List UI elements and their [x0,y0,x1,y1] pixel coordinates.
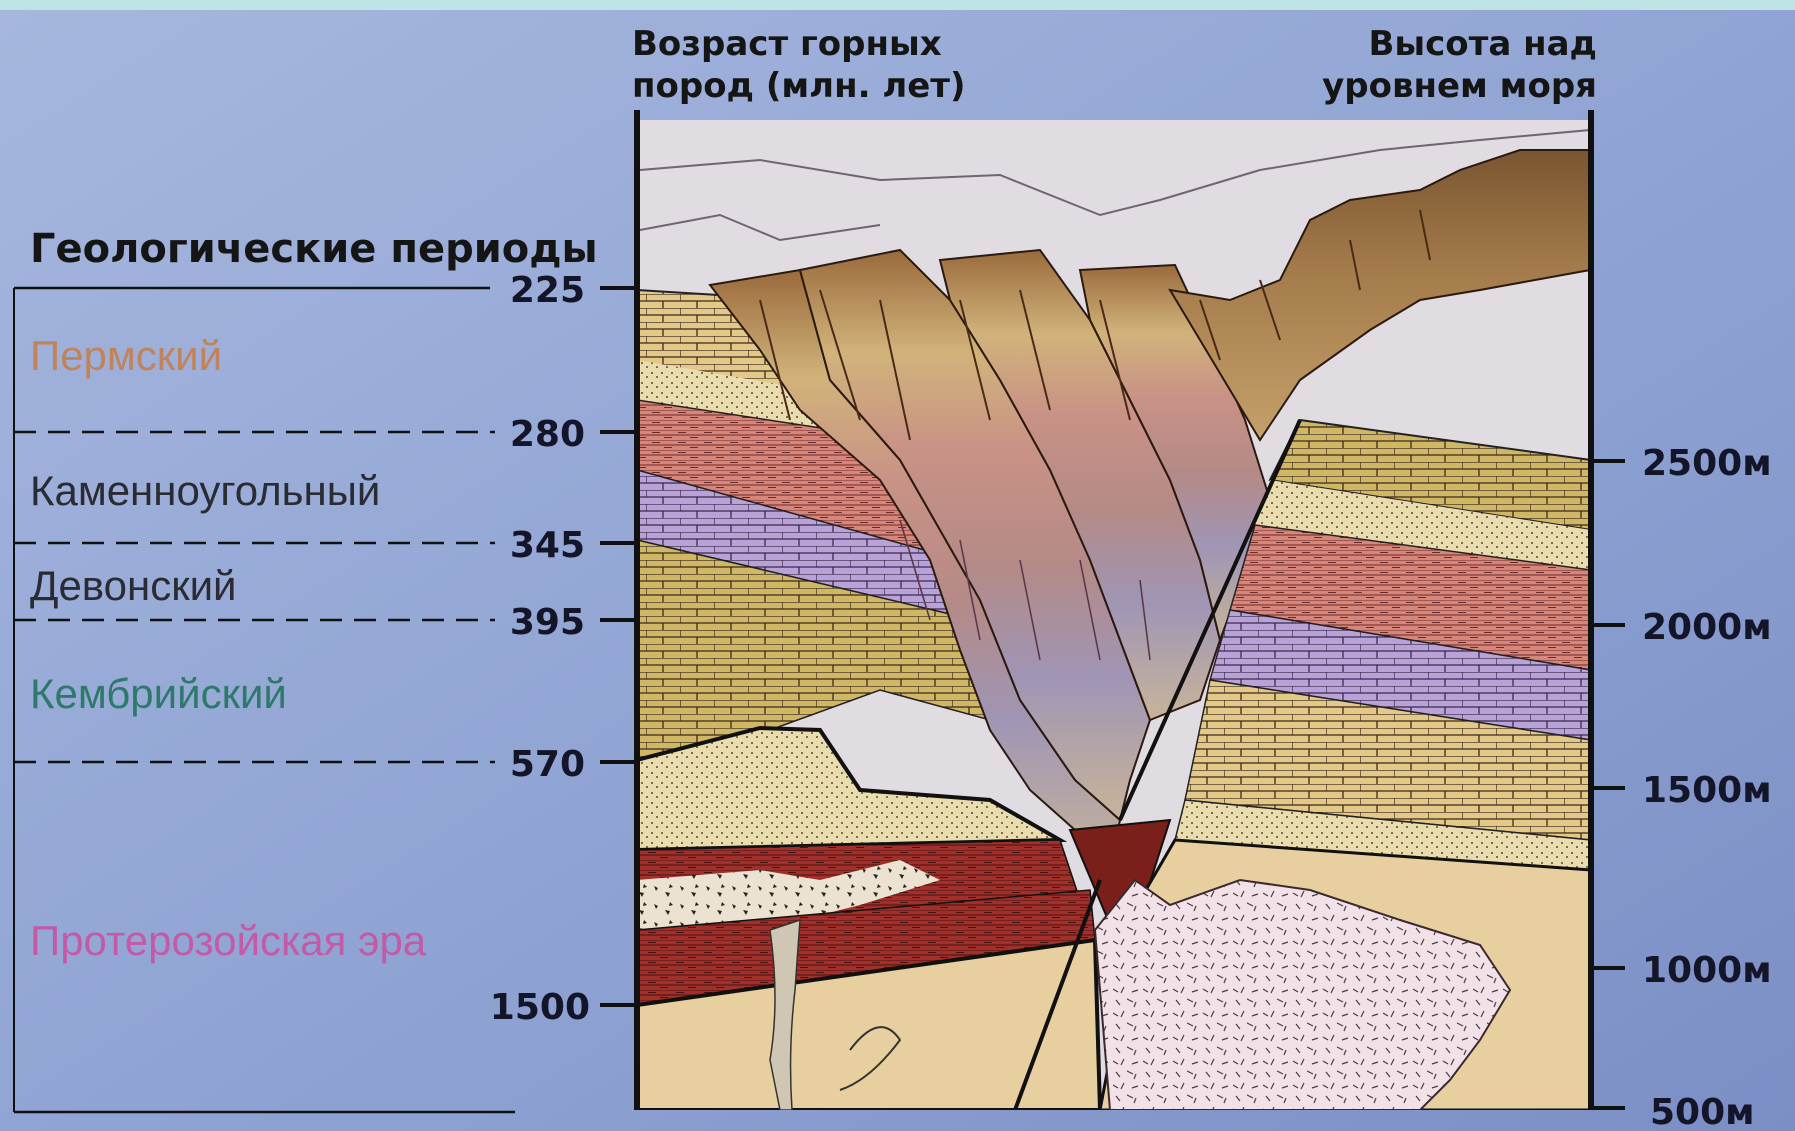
left-title: Геологические периоды [30,226,598,272]
age-tick-label: 570 [510,744,585,785]
period-permian: Пермский [30,332,222,379]
height-tick-label: 500м [1650,1092,1755,1131]
height-tick-label: 1000м [1642,950,1772,991]
age-tick-label: 280 [510,414,585,455]
axis-right-title-line2: уровнем моря [1322,66,1597,106]
height-tick-label: 2000м [1642,607,1772,648]
age-tick-label: 395 [510,602,585,643]
axis-right-title-line1: Высота над [1368,24,1597,64]
age-tick-label: 345 [510,525,585,566]
top-band [0,0,1795,10]
height-tick-label: 2500м [1642,443,1772,484]
age-tick-label: 225 [510,270,585,311]
period-devonian: Девонский [30,562,237,609]
axis-left-title-line2: пород (млн. лет) [632,66,966,106]
period-proterozoic: Протерозойская эра [30,917,427,964]
axis-left-title-line1: Возраст горных [632,24,942,64]
period-carboniferous: Каменноугольный [30,467,380,514]
cross-section [637,120,1591,1110]
age-tick-label: 1500 [490,987,590,1028]
height-tick-label: 1500м [1642,770,1772,811]
period-cambrian: Кембрийский [30,670,287,717]
